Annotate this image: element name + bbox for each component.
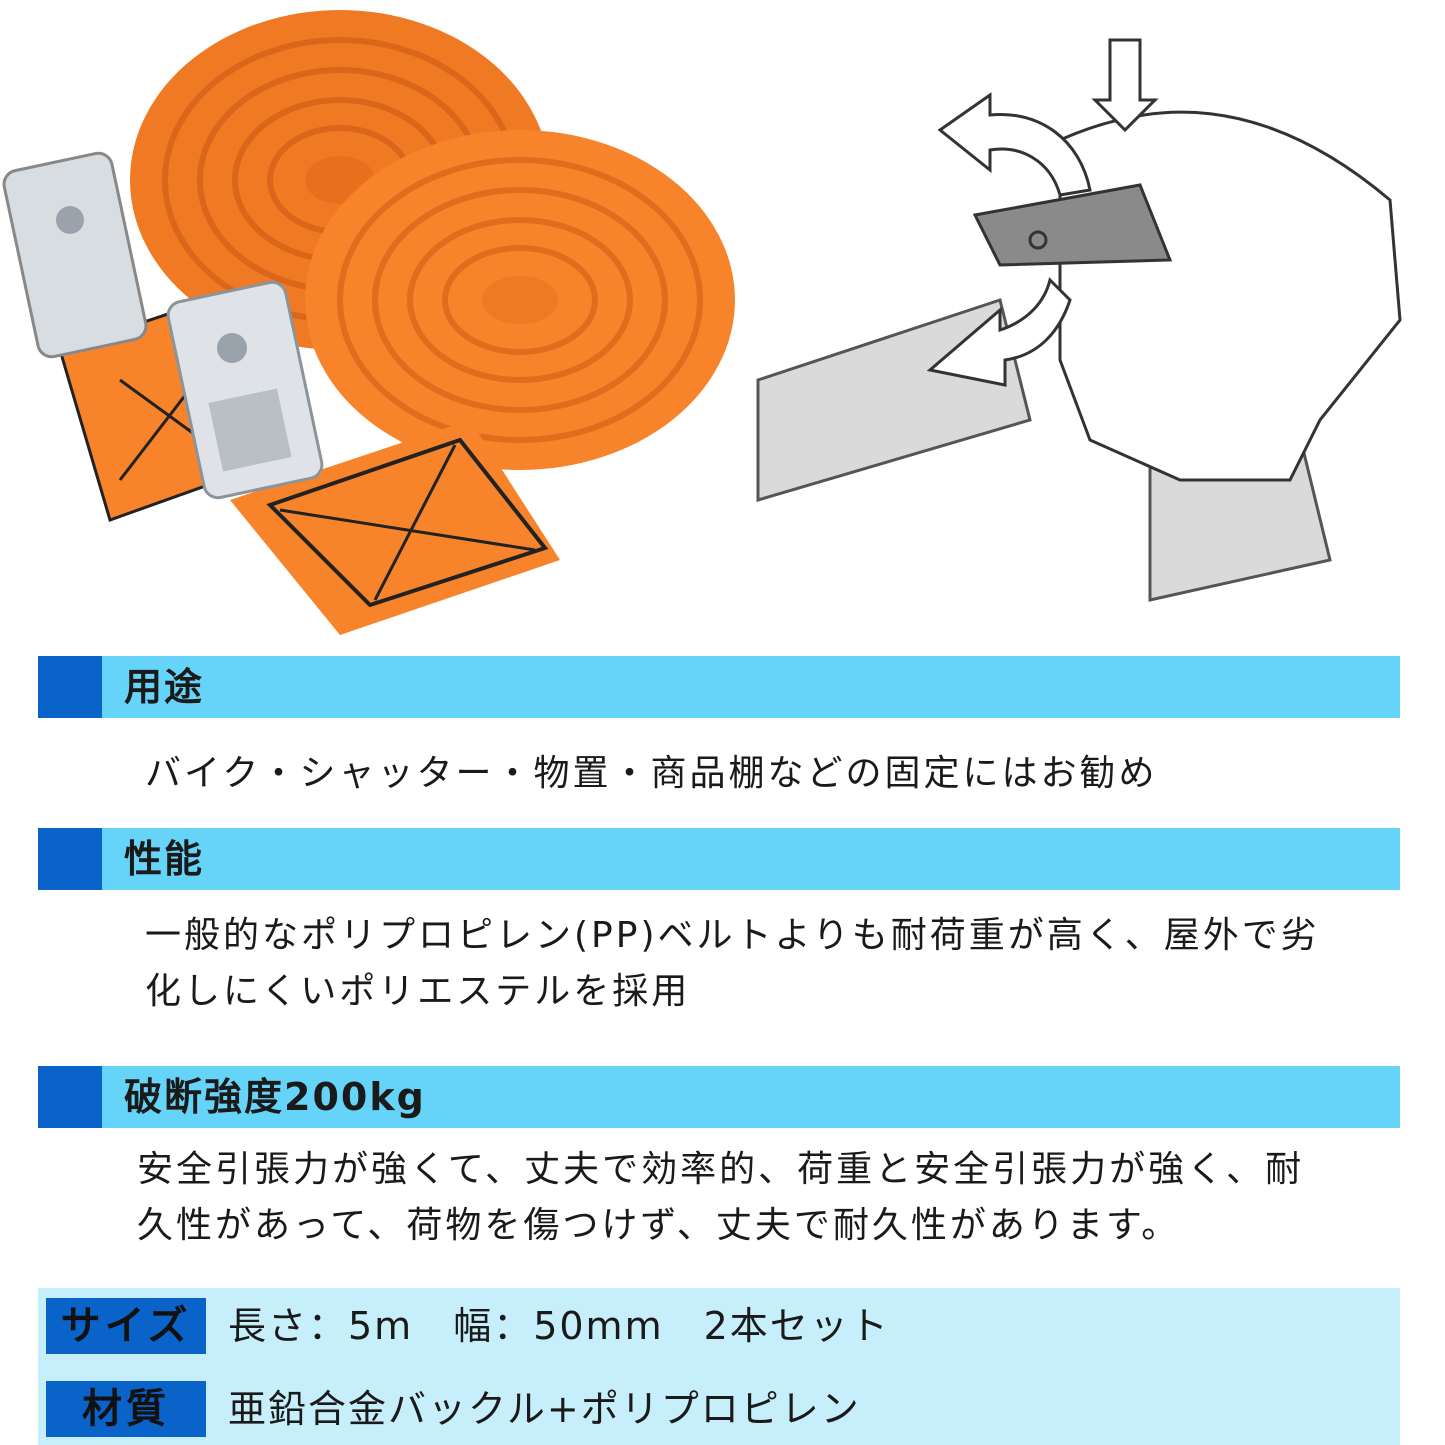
spec-label-size: サイズ [46,1298,206,1354]
section-header-performance: 性能 [38,828,1400,890]
section-marker [38,828,102,890]
section-marker [38,1066,102,1128]
product-hero [0,0,1445,650]
text-line: 一般的なポリプロピレン(PP)ベルトよりも耐荷重が高く、屋外で劣 [145,915,1320,956]
section-header-usage: 用途 [38,656,1400,718]
strength-text: 安全引張力が強くて、丈夫で効率的、荷重と安全引張力が強く、耐 久性があって、荷物… [137,1142,1304,1254]
section-title: 破断強度200kg [124,1075,426,1119]
section-marker [38,656,102,718]
performance-text: 一般的なポリプロピレン(PP)ベルトよりも耐荷重が高く、屋外で劣 化しにくいポリ… [145,908,1320,1020]
usage-text: バイク・シャッター・物置・商品棚などの固定にはお勧め [145,746,1158,802]
spec-label-material: 材質 [46,1381,206,1437]
spec-value-size: 長さ：5m 幅：50mm 2本セット [228,1304,890,1348]
strap-coil-front-image [166,130,735,635]
text-line: 化しにくいポリエステルを採用 [145,971,691,1012]
section-title: 用途 [124,665,205,709]
spec-table: サイズ 長さ：5m 幅：50mm 2本セット 材質 亜鉛合金バックル+ポリプロピ… [38,1288,1400,1445]
text-line: バイク・シャッター・物置・商品棚などの固定にはお勧め [145,753,1158,794]
buckle-usage-illustration [755,25,1402,615]
text-line: 安全引張力が強くて、丈夫で効率的、荷重と安全引張力が強く、耐 [137,1149,1305,1190]
spec-value-material: 亜鉛合金バックル+ポリプロピレン [228,1387,861,1431]
section-title: 性能 [124,837,205,881]
text-line: 久性があって、荷物を傷つけず、丈夫で耐久性があります。 [137,1205,1181,1246]
section-header-strength: 破断強度200kg [38,1066,1400,1128]
